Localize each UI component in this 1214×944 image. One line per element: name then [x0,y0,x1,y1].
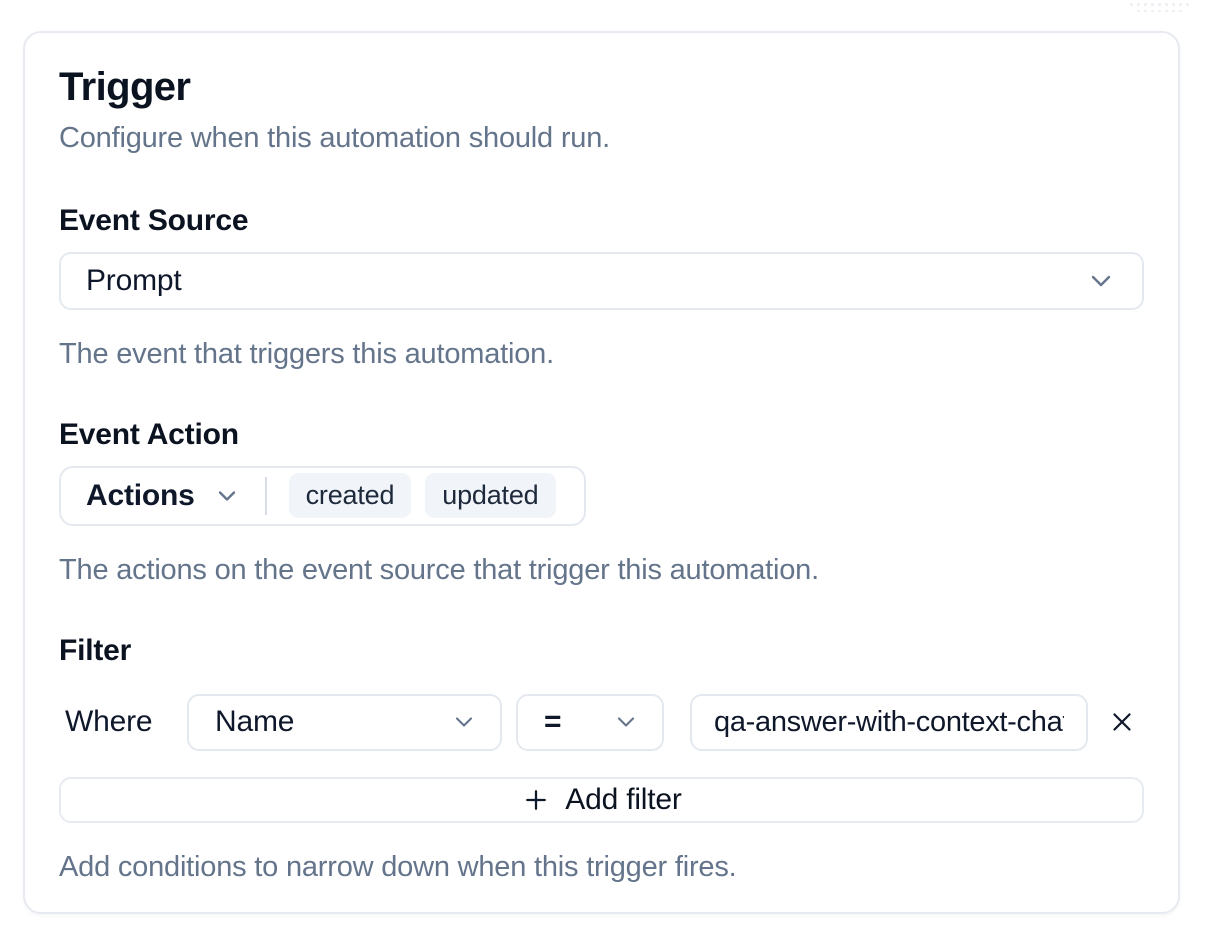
filter-group: Filter Where Name = Add filter Add condi… [59,632,1144,885]
filter-value-input[interactable] [690,693,1088,751]
chevron-down-icon [1091,275,1111,286]
event-source-helper: The event that triggers this automation. [59,337,554,370]
where-label: Where [65,705,153,739]
page-subtitle: Configure when this automation should ru… [59,122,610,154]
action-chip-created[interactable]: created [288,473,412,519]
add-filter-label: Add filter [565,782,682,816]
action-chip-updated[interactable]: updated [425,473,556,519]
page-title: Trigger [59,65,191,109]
actions-dropdown[interactable]: Actions [86,479,241,513]
filter-helper: Add conditions to narrow down when this … [59,850,737,883]
filter-row: Where Name = [59,693,1144,751]
event-source-select[interactable]: Prompt [59,251,1144,310]
event-source-selected-value: Prompt [86,263,182,297]
close-icon [1113,713,1131,731]
filter-label: Filter [59,633,132,667]
chevron-down-icon [617,717,635,727]
trigger-card: Trigger Configure when this automation s… [23,31,1180,914]
event-source-label: Event Source [59,203,249,237]
plus-icon [526,789,547,810]
cutoff-element-top-right [1128,0,1192,12]
add-filter-button[interactable]: Add filter [59,776,1144,823]
event-action-helper: The actions on the event source that tri… [59,553,819,586]
filter-field-selected-value: Name [215,705,295,739]
filter-operator-select[interactable]: = [516,693,664,751]
event-action-box: Actions created updated [59,465,586,526]
chevron-down-icon [218,491,235,501]
divider [264,476,267,515]
filter-operator-selected-value: = [544,705,562,739]
event-action-label: Event Action [59,417,239,451]
event-action-group: Event Action Actions created updated The… [59,416,1144,588]
remove-filter-button[interactable] [1100,700,1144,744]
actions-dropdown-label: Actions [86,478,195,512]
filter-field-select[interactable]: Name [187,693,502,751]
event-source-group: Event Source Prompt The event that trigg… [59,202,1144,372]
chevron-down-icon [455,717,473,727]
